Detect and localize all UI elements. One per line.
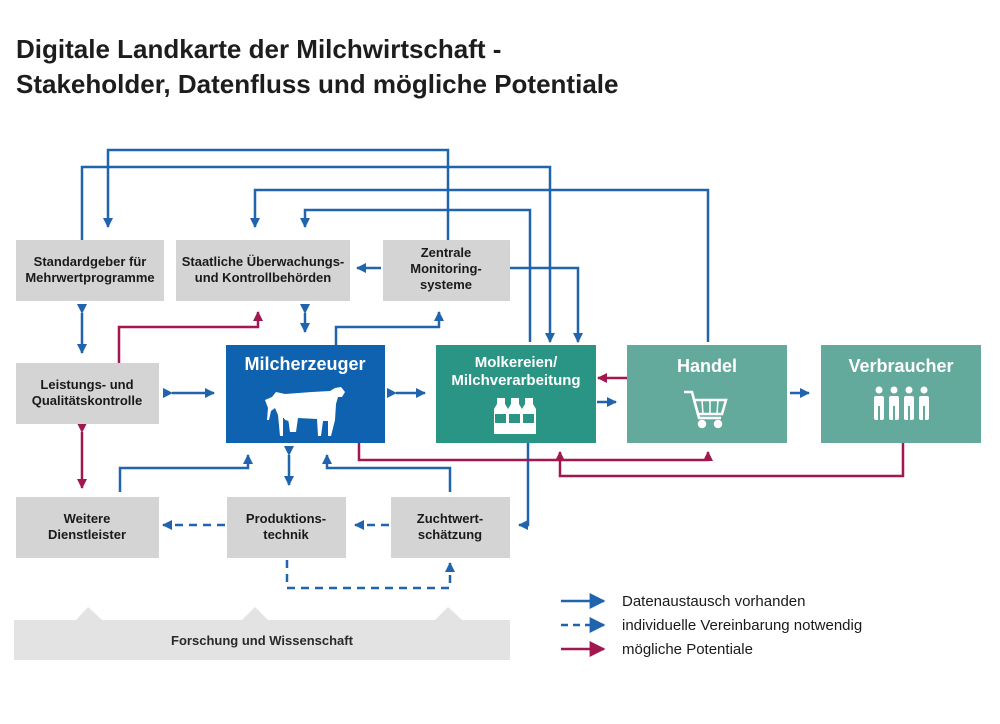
produktions-label-2: technik [263, 527, 309, 542]
shopping-cart-icon [684, 390, 728, 429]
standardgeber-label-1: Standardgeber für [34, 254, 147, 269]
legend: Datenaustausch vorhanden individuelle Ve… [561, 593, 862, 658]
weitere-label-2: Dienstleister [48, 527, 126, 542]
node-milcherzeuger: Milcherzeuger [226, 345, 385, 443]
legend-dashed-label: individuelle Vereinbarung notwendig [622, 617, 862, 634]
page-title: Digitale Landkarte der Milchwirtschaft -… [16, 32, 618, 102]
zentrale-label-1: Zentrale [421, 245, 472, 260]
title-line-2: Stakeholder, Datenfluss und mögliche Pot… [16, 69, 619, 99]
cow-icon [265, 387, 345, 436]
legend-red: mögliche Potentiale [561, 641, 753, 658]
node-handel: Handel [627, 345, 787, 443]
node-zuchtwert: Zuchtwert- schätzung [391, 497, 510, 558]
zuchtwert-label-2: schätzung [418, 527, 482, 542]
staatliche-label-2: und Kontrollbehörden [195, 270, 332, 285]
node-produktions: Produktions- technik [227, 497, 346, 558]
node-standardgeber: Standardgeber für Mehrwertprogramme [16, 240, 164, 301]
node-leistungs: Leistungs- und Qualitätskontrolle [16, 363, 159, 424]
node-forschung: Forschung und Wissenschaft [14, 607, 510, 660]
forschung-label: Forschung und Wissenschaft [171, 633, 354, 648]
node-verbraucher: Verbraucher [821, 345, 981, 443]
legend-dashed: individuelle Vereinbarung notwendig [561, 617, 862, 634]
milcherzeuger-label: Milcherzeuger [244, 354, 365, 374]
legend-solid: Datenaustausch vorhanden [561, 593, 805, 610]
node-weitere: Weitere Dienstleister [16, 497, 159, 558]
zentrale-label-3: systeme [420, 277, 472, 292]
zentrale-label-2: Monitoring- [410, 261, 481, 276]
legend-red-label: mögliche Potentiale [622, 641, 753, 658]
leistungs-label-2: Qualitätskontrolle [32, 393, 143, 408]
molkereien-label-2: Milchverarbeitung [451, 372, 580, 389]
zuchtwert-label-1: Zuchtwert- [417, 511, 483, 526]
legend-solid-label: Datenaustausch vorhanden [622, 593, 805, 610]
node-staatliche: Staatliche Überwachungs- und Kontrollbeh… [176, 240, 350, 301]
produktions-label-1: Produktions- [246, 511, 326, 526]
staatliche-label-1: Staatliche Überwachungs- [182, 254, 345, 269]
people-icon [874, 386, 929, 420]
leistungs-label-1: Leistungs- und [40, 377, 133, 392]
weitere-label-1: Weitere [64, 511, 111, 526]
verbraucher-label: Verbraucher [848, 356, 953, 376]
molkereien-label-1: Molkereien/ [475, 354, 558, 371]
node-zentrale: Zentrale Monitoring- systeme [383, 240, 510, 301]
title-line-1: Digitale Landkarte der Milchwirtschaft - [16, 34, 502, 64]
milk-bottles-icon [494, 398, 536, 434]
connection-lines [77, 148, 905, 590]
node-molkereien: Molkereien/ Milchverarbeitung [436, 345, 596, 443]
standardgeber-label-2: Mehrwertprogramme [25, 270, 154, 285]
handel-label: Handel [677, 356, 737, 376]
